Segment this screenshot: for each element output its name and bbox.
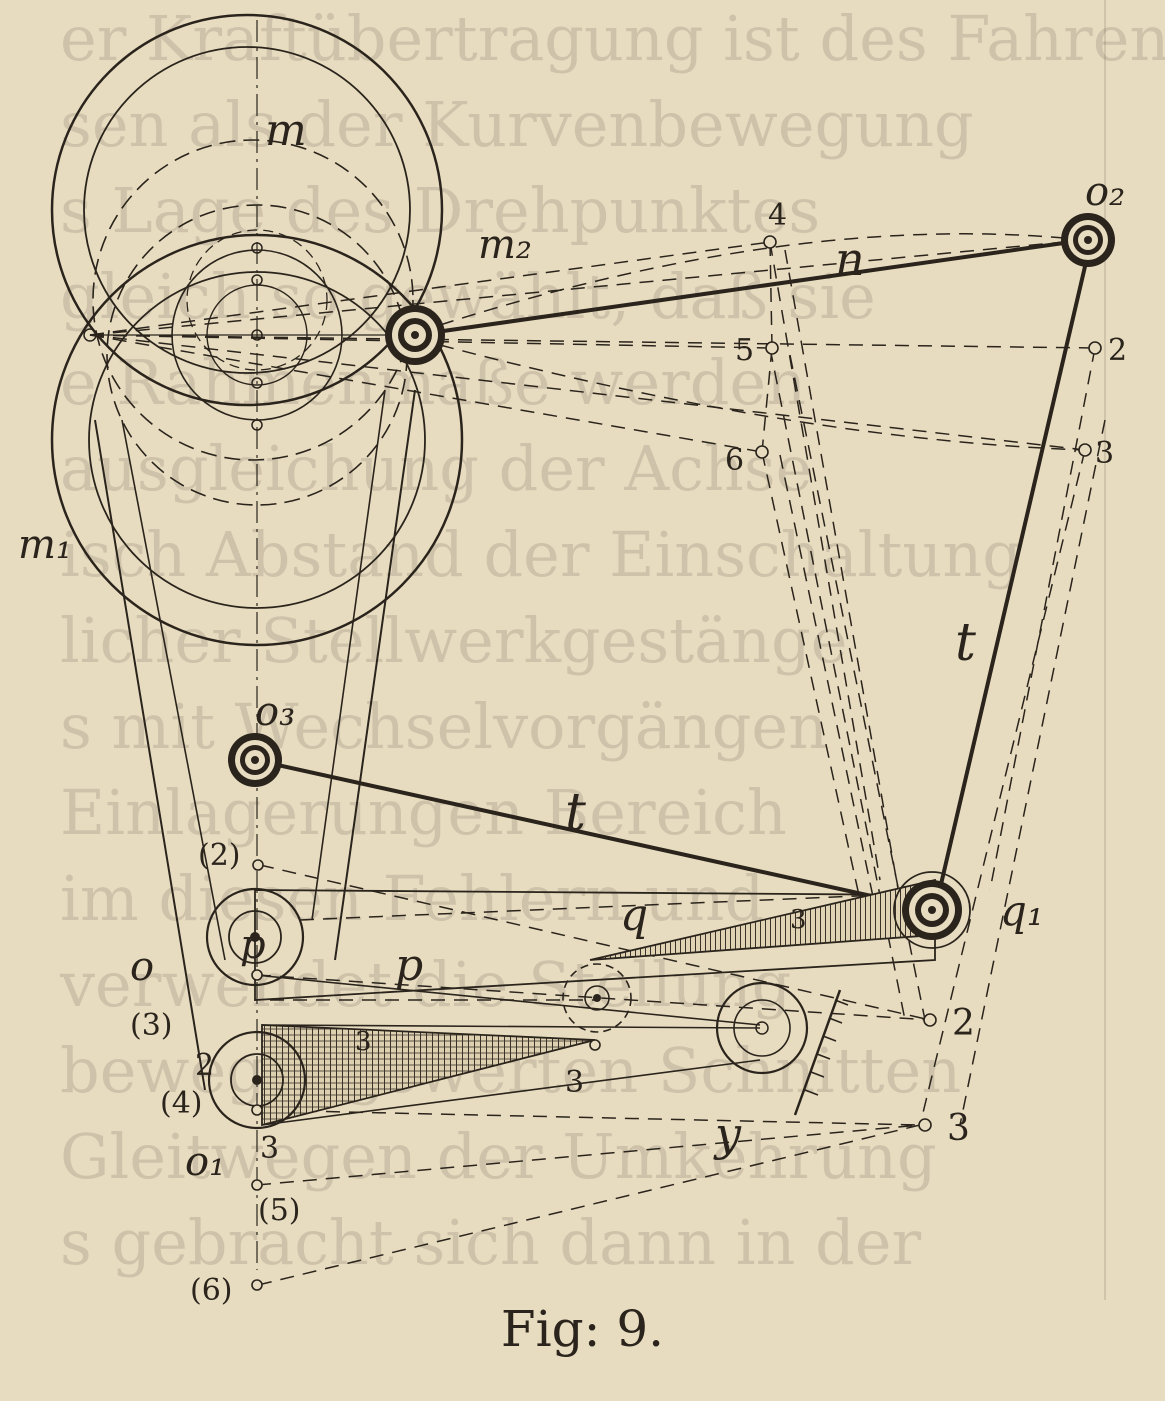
label-q: q xyxy=(620,890,648,941)
belt-right-inner xyxy=(311,389,386,921)
lower-link-line xyxy=(261,1024,761,1029)
belt-right-outer xyxy=(334,389,416,961)
point-3-upper-link: 3 xyxy=(790,905,807,935)
wheel-dashed-circle-1 xyxy=(92,139,414,461)
background-text-line: ausgleichung der Achse xyxy=(60,432,812,505)
background-text-line: isch Abstand der Einschaltung xyxy=(60,518,1022,591)
point-3-right: 3 xyxy=(1095,436,1114,471)
wheel-m-outer xyxy=(50,13,444,407)
point-6-top: 6 xyxy=(725,443,744,478)
guide-rail xyxy=(793,989,842,1116)
background-text-line: gleich so gewählt, daß sie xyxy=(60,260,876,333)
background-text-line: im diesen Fehlern und xyxy=(60,862,764,935)
joint-m2 xyxy=(385,305,445,365)
point-5-top: 5 xyxy=(735,333,754,368)
pivot-q-inner xyxy=(584,985,610,1011)
point-4-top: 4 xyxy=(768,198,787,233)
label-o1: o₁ xyxy=(185,1139,225,1185)
joint-o3 xyxy=(228,733,282,787)
pivot-q-dashed xyxy=(562,963,632,1033)
pulley-p xyxy=(205,887,305,987)
pulley-p-center xyxy=(250,932,260,942)
label-p-mid: p xyxy=(395,940,423,991)
pulley-o1-center xyxy=(252,1075,262,1085)
label-q1: q₁ xyxy=(1000,886,1044,935)
point-3-lower-link: 3 xyxy=(355,1027,372,1057)
rod-n xyxy=(414,238,1086,337)
pulley-p-inner xyxy=(228,910,282,964)
background-page-text: er Kraftübertragung ist des Fahrens sen a… xyxy=(59,2,1165,1279)
label-p-upper: p xyxy=(240,922,266,968)
pulley-y xyxy=(715,981,809,1075)
wheel-group xyxy=(50,13,464,647)
point-3-lower-right: 3 xyxy=(947,1108,970,1149)
hub-pivot xyxy=(251,419,263,431)
point-3-mid: 3 xyxy=(565,1065,584,1100)
point-4-paren: (4) xyxy=(160,1086,203,1121)
pulley-y-center xyxy=(755,1021,769,1035)
hub-pivot xyxy=(251,377,263,389)
background-text-line: s mit Wechselvorgängen xyxy=(60,690,828,763)
hub-dashed xyxy=(186,229,328,371)
background-text-line: Gleitwegen der Umkehrung xyxy=(60,1120,937,1193)
point-2-paren: (2) xyxy=(198,838,241,873)
background-text-line: sen als der Kurvenbewegung xyxy=(60,88,974,161)
figure-caption: Fig: 9. xyxy=(500,1300,665,1358)
point-2-lower-right: 2 xyxy=(952,1003,975,1044)
label-o3: o₃ xyxy=(255,689,295,735)
wheel-m1-outer xyxy=(50,233,464,647)
pulley-p-outer xyxy=(205,887,305,987)
wheel-m1-inner xyxy=(88,271,426,609)
pulley-o1-outer xyxy=(207,1030,307,1130)
label-o: o xyxy=(130,944,154,990)
pivot-q-center xyxy=(593,994,601,1002)
lower-link-line xyxy=(254,974,761,1026)
pulley-y-inner xyxy=(733,999,791,1057)
lower-link-line xyxy=(261,1059,761,1126)
point-2-left: 2 xyxy=(195,1048,214,1083)
rod-t-left xyxy=(254,758,936,912)
background-text-line: Einlagerungen Bereich xyxy=(60,776,787,849)
hatched-link-lower xyxy=(261,1024,596,1127)
pulley-y-outer xyxy=(715,981,809,1075)
point-3-left: 3 xyxy=(260,1131,279,1166)
label-m: m xyxy=(265,105,307,156)
label-m1: m₁ xyxy=(18,522,72,568)
point-6-paren: (6) xyxy=(190,1273,233,1308)
belt-left-inner xyxy=(121,419,226,961)
label-m2: m₂ xyxy=(478,222,532,268)
belts xyxy=(94,389,416,1091)
diagram-labels: m m₂ m₁ n o₂ t o₃ t q q₁ p p o o₁ y 4 5 … xyxy=(18,105,1127,1308)
background-text-line: s gebracht sich dann in der xyxy=(60,1206,922,1279)
point-5-paren: (5) xyxy=(258,1193,301,1228)
point-3-paren: (3) xyxy=(130,1008,173,1043)
rod-t-right xyxy=(933,244,1092,911)
belt-left-outer xyxy=(94,419,206,1091)
joint-q1 xyxy=(893,871,971,949)
point-2-right: 2 xyxy=(1108,333,1127,368)
guide-rail-hatching xyxy=(804,999,849,1096)
point-markers xyxy=(251,235,1102,1291)
joint-o2 xyxy=(1061,213,1115,267)
label-t-right: t xyxy=(955,613,976,673)
label-t-left: t xyxy=(565,783,586,843)
wheel-m-inner xyxy=(83,46,411,374)
label-y: y xyxy=(713,1107,742,1161)
label-n: n xyxy=(835,232,865,286)
label-o2: o₂ xyxy=(1085,169,1125,215)
background-text-line: licher Stellwerkgestänge xyxy=(60,604,847,677)
hub-pivot xyxy=(251,274,263,286)
hub-pivot xyxy=(251,242,263,254)
background-text-line: er Kraftübertragung ist des Fahrens xyxy=(60,2,1165,75)
